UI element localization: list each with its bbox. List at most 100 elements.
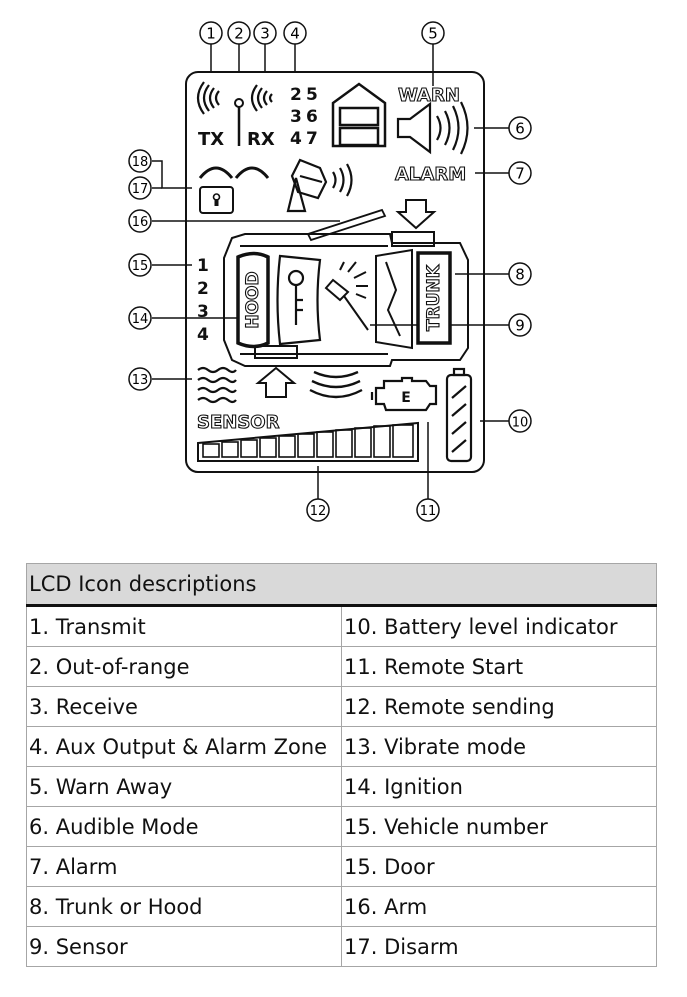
svg-text:13: 13: [132, 373, 149, 388]
table-cell: 8. Trunk or Hood: [26, 886, 342, 927]
callout-17: 17: [128, 176, 152, 200]
battery-icon: [445, 367, 473, 463]
svg-text:5: 5: [306, 85, 318, 105]
table-cell: 7. Alarm: [26, 846, 342, 887]
receive-waves-icon: [250, 84, 273, 112]
callout-16: 16: [128, 209, 152, 233]
svg-text:4: 4: [290, 129, 302, 149]
svg-text:4: 4: [197, 325, 209, 345]
panic-light-icon: [286, 158, 353, 213]
svg-text:14: 14: [132, 312, 149, 327]
svg-text:6: 6: [515, 120, 525, 138]
callout-4: 4: [283, 21, 307, 45]
svg-text:2: 2: [290, 85, 302, 105]
down-arrow-icon: [395, 199, 437, 230]
hood-label: HOOD: [243, 271, 263, 328]
callout-11: 11: [416, 498, 440, 522]
table-cell: 16. Arm: [341, 886, 657, 927]
speaker-icon: [396, 101, 469, 155]
svg-text:1: 1: [206, 25, 216, 43]
svg-text:6: 6: [306, 107, 318, 127]
callout-10: 10: [508, 409, 532, 433]
table-cell: 4. Aux Output & Alarm Zone: [26, 726, 342, 767]
svg-text:1: 1: [197, 256, 209, 276]
tx-label: TX: [198, 129, 224, 150]
door-icon: [375, 248, 413, 350]
ignition-key-icon: [276, 254, 322, 346]
table-cell: 1. Transmit: [26, 605, 342, 647]
callout-18: 18: [128, 149, 152, 173]
svg-text:3: 3: [290, 107, 302, 127]
callout-13: 13: [128, 367, 152, 391]
svg-text:12: 12: [310, 504, 327, 519]
engine-icon: [370, 376, 438, 412]
table-title: LCD Icon descriptions: [26, 563, 657, 607]
rx-label: RX: [247, 129, 275, 150]
svg-text:2: 2: [197, 279, 209, 299]
svg-text:7: 7: [306, 129, 318, 149]
aux-zone-digits: 2 5 3 6 4 7: [290, 85, 318, 149]
lcd-diagram: 1 2 3 4 5 6 7 8 9 10 11 12 13 14 15 16 1…: [128, 21, 532, 522]
callout-9: 9: [508, 313, 532, 337]
lock-icon: [199, 186, 234, 214]
svg-text:8: 8: [515, 266, 525, 284]
table-cell: 17. Disarm: [341, 926, 657, 967]
sensor-impact-icon: [324, 261, 369, 331]
callout-14: 14: [128, 306, 152, 330]
garage-icon: [331, 82, 387, 148]
sensor-label: SENSOR: [197, 412, 280, 433]
svg-text:18: 18: [132, 155, 149, 170]
car-outline: [223, 231, 469, 367]
arm-arcs-icon: [198, 166, 270, 179]
svg-text:7: 7: [515, 165, 525, 183]
table-cell: 2. Out-of-range: [26, 646, 342, 687]
callout-2: 2: [227, 21, 251, 45]
svg-text:4: 4: [290, 25, 300, 43]
trunk-icon: TRUNK: [416, 251, 452, 345]
hood-icon: HOOD: [236, 251, 270, 349]
table-cell: 15. Vehicle number: [341, 806, 657, 847]
table-cell: 10. Battery level indicator: [341, 605, 657, 647]
callout-5: 5: [421, 21, 445, 45]
svg-text:10: 10: [512, 416, 529, 431]
svg-text:11: 11: [420, 504, 437, 519]
callout-6: 6: [508, 116, 532, 140]
table-cell: 13. Vibrate mode: [341, 726, 657, 767]
callout-3: 3: [253, 21, 277, 45]
engine-label: E: [401, 390, 411, 406]
table-cell: 12. Remote sending: [341, 686, 657, 727]
svg-text:16: 16: [132, 215, 149, 230]
svg-text:9: 9: [515, 317, 525, 335]
up-arrow-icon: [255, 366, 297, 398]
antenna-icon: [234, 98, 244, 146]
transmit-waves-icon: [196, 81, 220, 115]
callout-15: 15: [128, 253, 152, 277]
svg-text:5: 5: [428, 25, 438, 43]
vibrate-icon: [197, 366, 237, 404]
svg-text:3: 3: [260, 25, 270, 43]
table-cell: 6. Audible Mode: [26, 806, 342, 847]
table-cell: 14. Ignition: [341, 766, 657, 807]
alarm-label: ALARM: [395, 164, 466, 185]
svg-text:17: 17: [132, 182, 149, 197]
callout-8: 8: [508, 262, 532, 286]
callout-1: 1: [199, 21, 223, 45]
table-cell: 15. Door: [341, 846, 657, 887]
table-cell: 11. Remote Start: [341, 646, 657, 687]
trunk-label: TRUNK: [424, 264, 444, 331]
lcd-frame: [185, 71, 485, 473]
remote-start-waves-icon: [309, 370, 363, 399]
callout-12: 12: [306, 498, 330, 522]
svg-text:15: 15: [132, 259, 149, 274]
table-cell: 3. Receive: [26, 686, 342, 727]
